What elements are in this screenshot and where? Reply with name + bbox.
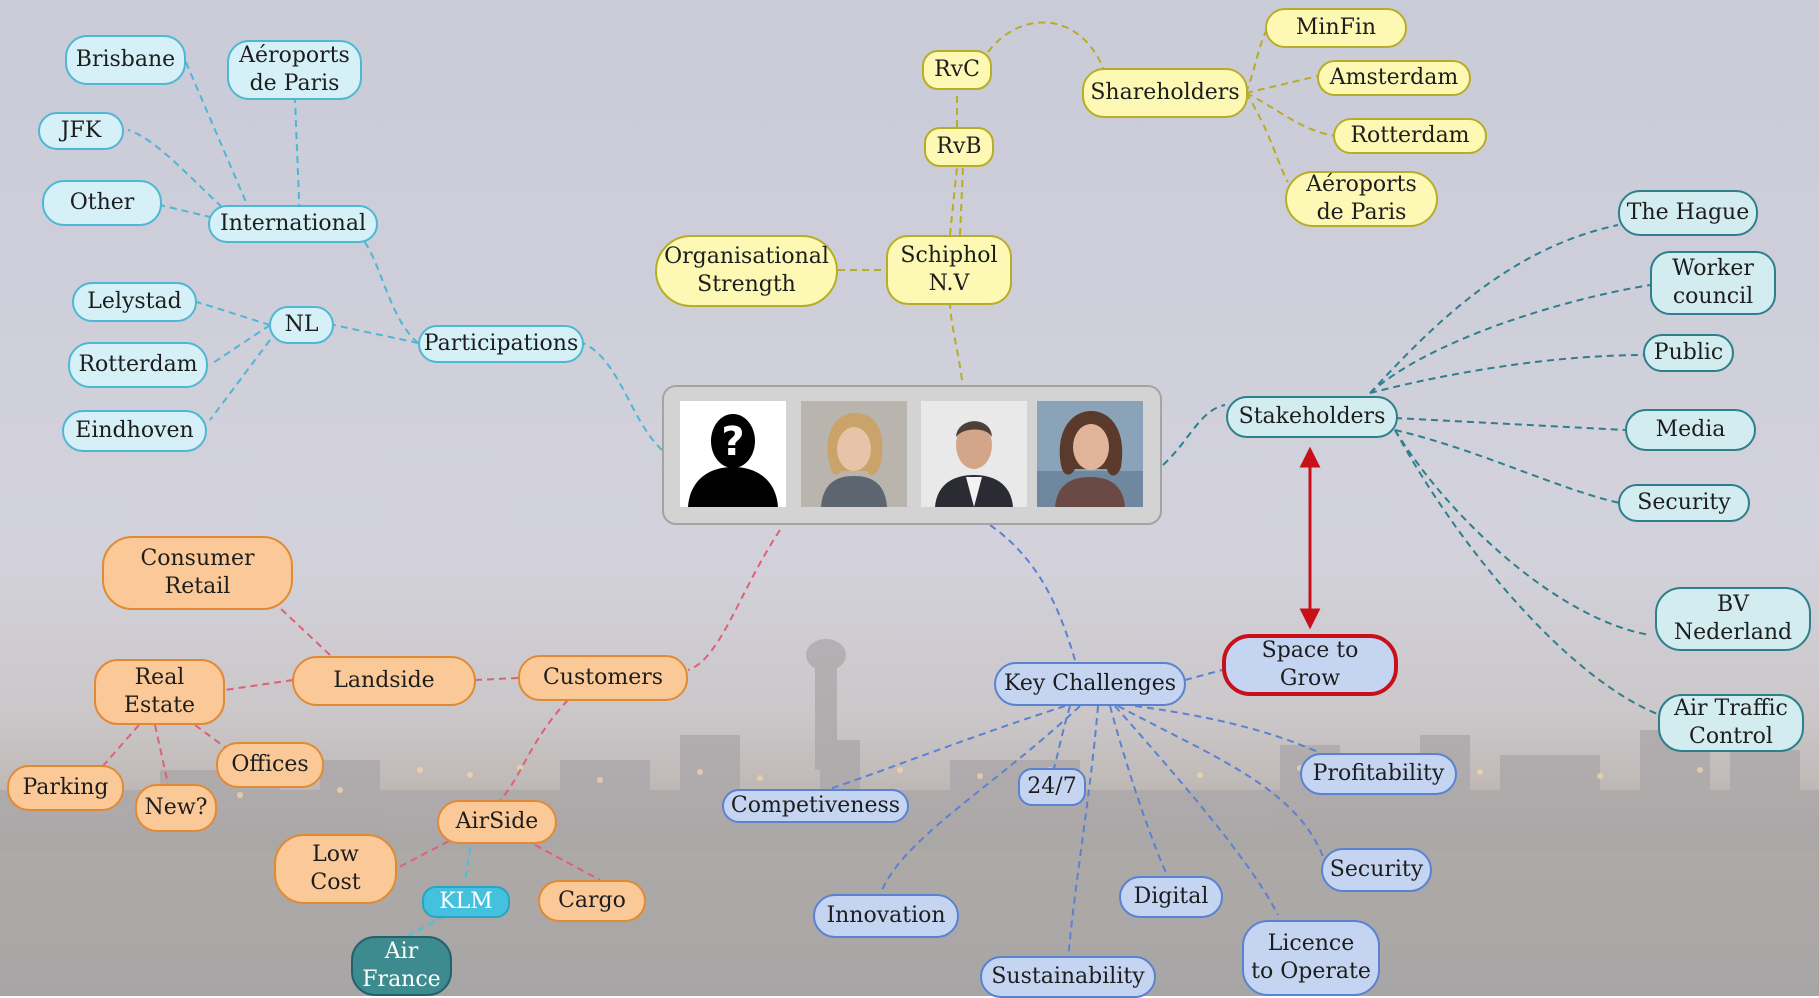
portrait-woman-brunette [1037, 401, 1143, 507]
portrait-man-suit [921, 401, 1027, 507]
offices-node[interactable]: Offices [216, 742, 324, 788]
security-challenge-node[interactable]: Security [1321, 848, 1432, 892]
other-node[interactable]: Other [42, 180, 162, 226]
lelystad-node[interactable]: Lelystad [72, 282, 197, 322]
space-to-grow-node[interactable]: Space to Grow [1222, 634, 1398, 696]
new-node[interactable]: New? [135, 784, 217, 832]
shareholders-node[interactable]: Shareholders [1082, 68, 1248, 118]
stakeholders-node[interactable]: Stakeholders [1226, 396, 1398, 438]
profitability-node[interactable]: Profitability [1300, 753, 1457, 795]
bv-nederland-node[interactable]: BV Nederland [1655, 587, 1811, 651]
low-cost-node[interactable]: Low Cost [274, 834, 397, 904]
air-traffic-control-node[interactable]: Air Traffic Control [1658, 694, 1804, 752]
aeroports-de-paris-intl-node[interactable]: Aéroports de Paris [227, 40, 362, 100]
air-france-node[interactable]: Air France [351, 936, 452, 996]
consumer-retail-node[interactable]: Consumer Retail [102, 536, 293, 610]
public-node[interactable]: Public [1643, 334, 1734, 372]
24-7-node[interactable]: 24/7 [1018, 768, 1086, 806]
cargo-node[interactable]: Cargo [538, 880, 646, 922]
rotterdam-nl-node[interactable]: Rotterdam [68, 342, 208, 388]
key-challenges-node[interactable]: Key Challenges [994, 662, 1186, 706]
innovation-node[interactable]: Innovation [813, 894, 959, 938]
eindhoven-node[interactable]: Eindhoven [62, 410, 207, 452]
minfin-node[interactable]: MinFin [1265, 8, 1407, 48]
rotterdam-shareholder-node[interactable]: Rotterdam [1333, 118, 1487, 154]
brisbane-node[interactable]: Brisbane [65, 35, 186, 85]
central-hub-portraits: ? [662, 385, 1162, 525]
security-stakeholder-node[interactable]: Security [1618, 484, 1750, 522]
media-node[interactable]: Media [1625, 409, 1756, 451]
portrait-woman-blonde [801, 401, 907, 507]
rvc-node[interactable]: RvC [922, 50, 992, 90]
competiveness-node[interactable]: Competiveness [722, 789, 909, 823]
customers-node[interactable]: Customers [518, 655, 688, 701]
red-double-arrow [1299, 446, 1321, 630]
rvb-node[interactable]: RvB [924, 127, 994, 167]
svg-text:?: ? [721, 419, 744, 465]
international-node[interactable]: International [208, 205, 378, 243]
digital-node[interactable]: Digital [1119, 876, 1223, 918]
airside-node[interactable]: AirSide [437, 800, 557, 844]
participations-node[interactable]: Participations [418, 325, 584, 363]
jfk-node[interactable]: JFK [38, 112, 124, 150]
parking-node[interactable]: Parking [7, 765, 124, 811]
amsterdam-node[interactable]: Amsterdam [1317, 60, 1471, 96]
worker-council-node[interactable]: Worker council [1650, 251, 1776, 315]
real-estate-node[interactable]: Real Estate [94, 659, 225, 725]
licence-to-operate-node[interactable]: Licence to Operate [1242, 920, 1380, 996]
schiphol-nv-node[interactable]: Schiphol N.V [886, 235, 1012, 305]
landside-node[interactable]: Landside [292, 656, 476, 706]
the-hague-node[interactable]: The Hague [1618, 190, 1758, 236]
silhouette-photo-icon: ? [680, 401, 786, 507]
klm-node[interactable]: KLM [422, 886, 510, 918]
organisational-strength-node[interactable]: Organisational Strength [655, 235, 838, 307]
sustainability-node[interactable]: Sustainability [980, 956, 1156, 998]
nl-node[interactable]: NL [269, 306, 334, 344]
aeroports-de-paris-shareholder-node[interactable]: Aéroports de Paris [1285, 171, 1438, 227]
